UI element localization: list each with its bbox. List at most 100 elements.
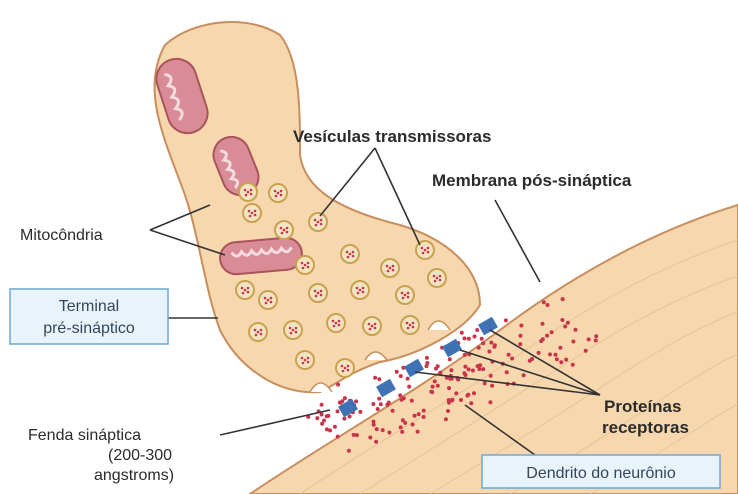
neurotransmitter-dot [320, 413, 324, 417]
vesicle [269, 184, 287, 202]
terminal-label-box: Terminal pré-sináptico [10, 289, 168, 344]
neurotransmitter-dot [387, 431, 391, 435]
neurotransmitter-dot [381, 428, 385, 432]
neurotransmitter-dot [447, 386, 451, 390]
vesicle [239, 183, 257, 201]
neurotransmitter-dot [463, 336, 467, 340]
vesicle [236, 281, 254, 299]
neurotransmitter-dot [487, 350, 491, 354]
neurotransmitter-dot [469, 401, 473, 405]
receptor-protein [376, 379, 396, 397]
neurotransmitter-dot [385, 403, 389, 407]
neurotransmitter-dot [566, 321, 570, 325]
neurotransmitter-dot [374, 440, 378, 444]
neurotransmitter-dot [377, 377, 381, 381]
neurotransmitter-dot [417, 412, 421, 416]
neurotransmitter-dot [375, 427, 379, 431]
neurotransmitter-dot [594, 339, 598, 343]
neurotransmitter-dot [542, 300, 546, 304]
neurotransmitter-dot [471, 369, 475, 373]
vesicle [428, 269, 446, 287]
neurotransmitter-dot [416, 430, 420, 434]
neurotransmitter-dot [489, 374, 493, 378]
neurotransmitter-dot [315, 416, 319, 420]
neurotransmitter-dot [379, 402, 383, 406]
vesicle [363, 317, 381, 335]
vesicle [336, 359, 354, 377]
neurotransmitter-dot [446, 409, 450, 413]
neurotransmitter-dot [431, 385, 435, 389]
neurotransmitter-dot [448, 357, 452, 361]
neurotransmitter-dot [467, 337, 471, 341]
neurotransmitter-dot [342, 417, 346, 421]
neurotransmitter-dot [571, 363, 575, 367]
neurotransmitter-dot [460, 331, 464, 335]
neurotransmitter-dot [400, 398, 404, 402]
neurotransmitter-dot [411, 423, 415, 427]
vesicle [284, 321, 302, 339]
neurotransmitter-dot [348, 415, 352, 419]
neurotransmitter-dot [459, 398, 463, 402]
neurotransmitter-dot [447, 398, 451, 402]
neurotransmitter-dot [371, 402, 375, 406]
label-mitochondria: Mitocôndria [20, 227, 103, 244]
neurotransmitter-dot [325, 427, 329, 431]
neurotransmitter-dot [545, 334, 549, 338]
neurotransmitter-dot [347, 449, 351, 453]
label-cleft-line1: Fenda sináptica [28, 427, 141, 444]
mitochondrion [219, 236, 303, 275]
label-cleft-line2: (200-300 [108, 447, 172, 464]
neurotransmitter-dot [483, 381, 487, 385]
neurotransmitter-dot [399, 425, 403, 429]
label-terminal-line2: pré-sináptico [43, 320, 135, 337]
neurotransmitter-dot [444, 417, 448, 421]
neurotransmitter-dot [425, 361, 429, 365]
vesicle [309, 213, 327, 231]
neurotransmitter-dot [436, 364, 440, 368]
neurotransmitter-dot [403, 421, 407, 425]
neurotransmitter-dot [467, 367, 471, 371]
neurotransmitter-dot [336, 383, 340, 387]
vesicle [381, 259, 399, 277]
vesicle [259, 291, 277, 309]
neurotransmitter-dot [377, 397, 381, 401]
vesicle [341, 245, 359, 263]
neurotransmitter-dot [488, 400, 492, 404]
vesicle [351, 281, 369, 299]
neurotransmitter-dot [406, 377, 410, 381]
neurotransmitter-dot [322, 419, 326, 423]
label-postsynaptic-membrane: Membrana pós-sináptica [432, 171, 632, 190]
neurotransmitter-dot [561, 297, 565, 301]
neurotransmitter-dot [507, 353, 511, 357]
neurotransmitter-dot [325, 414, 329, 418]
vesicle [296, 256, 314, 274]
neurotransmitter-dot [436, 384, 440, 388]
neurotransmitter-dot [413, 414, 417, 418]
vesicle [275, 221, 293, 239]
neurotransmitter-dot [481, 367, 485, 371]
neurotransmitter-dot [550, 330, 554, 334]
neurotransmitter-dot [560, 318, 564, 322]
neurotransmitter-dot [541, 322, 545, 326]
neurotransmitter-dot [320, 403, 324, 407]
neurotransmitter-dot [554, 353, 558, 357]
label-vesicles: Vesículas transmissoras [293, 127, 491, 146]
neurotransmitter-dot [376, 407, 380, 411]
neurotransmitter-dot [463, 365, 467, 369]
neurotransmitter-dot [466, 393, 470, 397]
neurotransmitter-dot [518, 342, 522, 346]
neurotransmitter-dot [333, 425, 337, 429]
neurotransmitter-dot [475, 328, 479, 332]
vesicle [401, 316, 419, 334]
neurotransmitter-dot [519, 334, 523, 338]
neurotransmitter-dot [430, 390, 434, 394]
vesicle [396, 286, 414, 304]
neurotransmitter-dot [477, 367, 481, 371]
neurotransmitter-dot [399, 374, 403, 378]
neurotransmitter-dot [541, 337, 545, 341]
neurotransmitter-dot [530, 357, 534, 361]
dendrite-label-box: Dendrito do neurônio [482, 455, 720, 488]
neurotransmitter-dot [410, 399, 414, 403]
label-dendrite: Dendrito do neurônio [526, 465, 676, 482]
neurotransmitter-dot [336, 409, 340, 413]
